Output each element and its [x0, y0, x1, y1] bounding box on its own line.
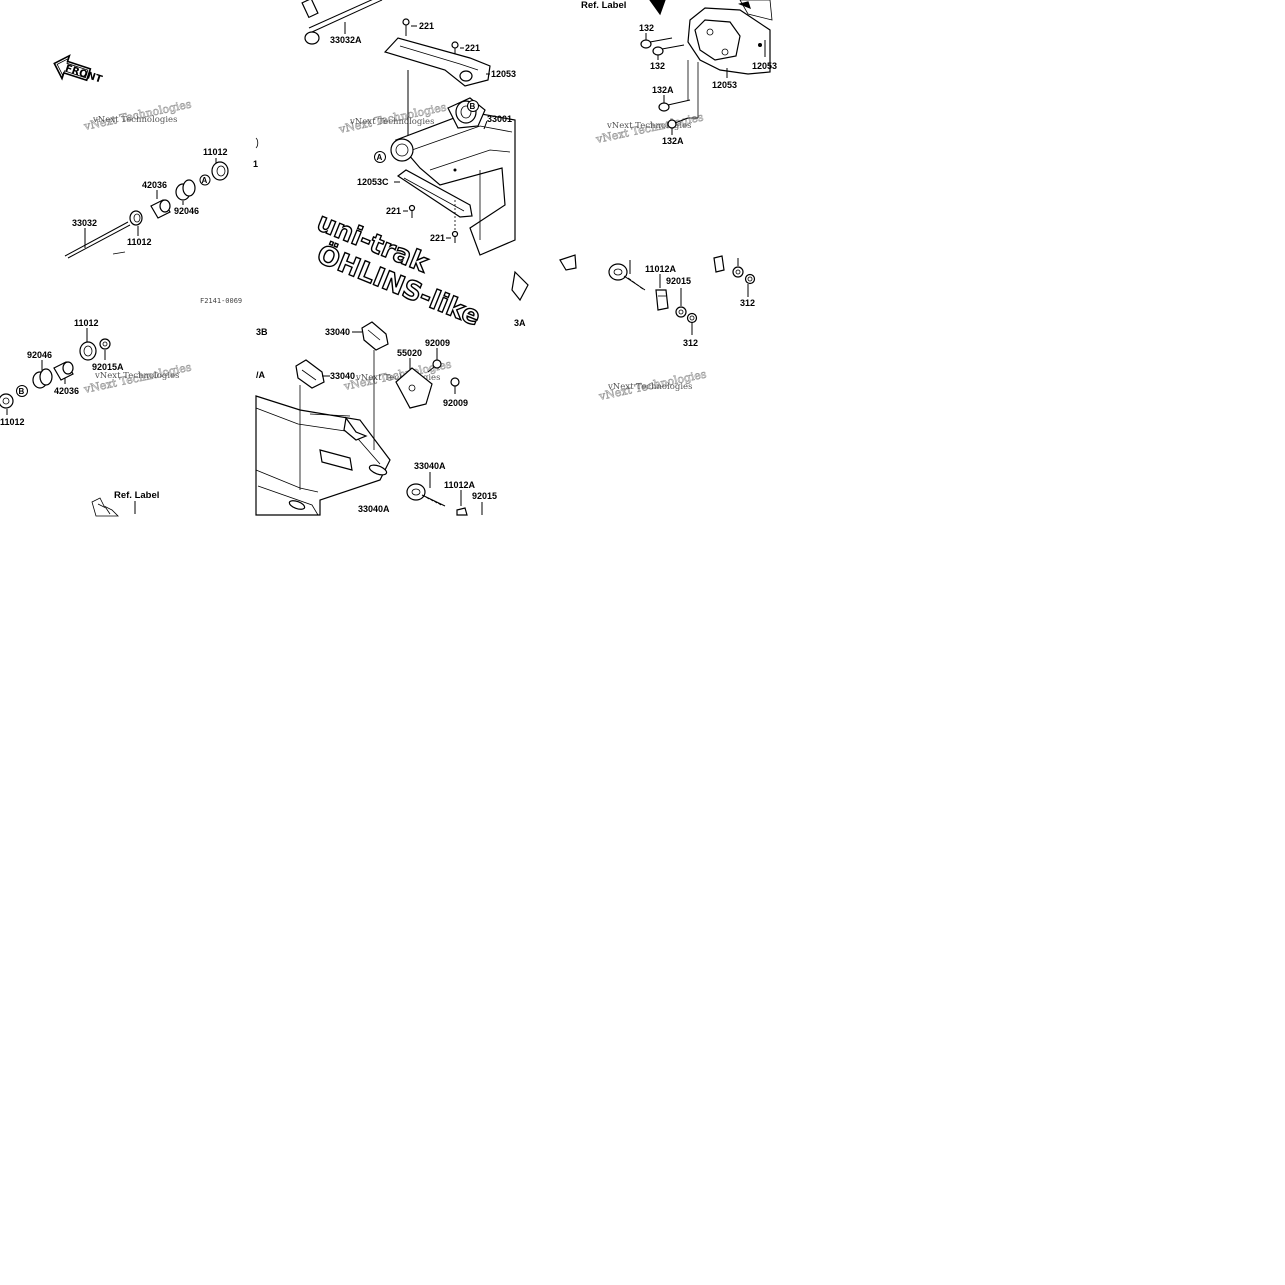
watermark-text: vNext Technologies — [606, 121, 691, 131]
chain-guard-assembly: Ref. Label 12053 12053 132 132 — [581, 0, 777, 348]
part-label-fragment: /A — [256, 370, 266, 380]
nut-part — [732, 266, 744, 278]
collar-part — [0, 393, 14, 409]
nut-part — [686, 312, 698, 324]
screw-part — [451, 41, 459, 55]
part-label: 132A — [652, 85, 674, 95]
swingarm-rear-assembly: 3B /A 3A 33040 33040 55020 — [255, 318, 526, 516]
part-label: 11012 — [0, 417, 25, 427]
part-label: 92015A — [92, 362, 124, 372]
nut-part — [675, 306, 687, 318]
watermark-text: vNext Technologies — [349, 117, 434, 127]
adjuster-bolt-part — [406, 483, 446, 507]
part-label: 92046 — [27, 350, 52, 360]
edge-fragment — [255, 137, 259, 149]
pivot-assembly-left-lower: B 11012 92046 92015A 42036 11012 Ref. La… — [0, 318, 159, 517]
part-label: 11012A — [645, 264, 677, 274]
part-label: 92015 — [666, 276, 691, 286]
part-label: 312 — [683, 338, 698, 348]
screw-part — [402, 18, 410, 36]
part-label: 33032 — [72, 218, 97, 228]
part-label: 132A — [662, 136, 684, 146]
part-label-fragment: 1 — [253, 159, 258, 169]
part-label: 33040 — [325, 327, 350, 337]
watermark-text: vNext Technologies — [94, 371, 179, 381]
bolt-part — [450, 377, 460, 394]
part-label: 221 — [430, 233, 445, 243]
part-label-fragment: 3B — [256, 327, 268, 337]
part-label: 92009 — [443, 398, 468, 408]
watermark-text: vNext Technologies — [355, 373, 440, 383]
callout-b: B — [470, 102, 476, 111]
part-label: 55020 — [397, 348, 422, 358]
part-label: 33040A — [414, 461, 446, 471]
part-label: 132 — [650, 61, 665, 71]
part-label: 33032A — [330, 35, 362, 45]
part-label: 11012 — [127, 237, 152, 247]
part-label: 42036 — [54, 386, 79, 396]
part-label: 12053C — [357, 177, 389, 187]
part-label: 12053 — [712, 80, 737, 90]
part-label: 11012A — [444, 480, 476, 490]
nut-part — [744, 273, 756, 285]
adjuster-plate-part — [295, 359, 325, 389]
part-label: 221 — [465, 43, 480, 53]
part-label: 42036 — [142, 180, 167, 190]
part-label: 221 — [419, 21, 434, 31]
bolt-part — [652, 44, 685, 56]
pivot-assembly-left: A 11012 42036 92046 11012 33032 1 F2141-… — [64, 147, 258, 305]
adjuster-bolt-part — [608, 263, 646, 291]
part-label: 132 — [639, 23, 654, 33]
part-label-fragment: 3A — [514, 318, 526, 328]
decal-outline-icon — [91, 497, 119, 517]
part-label: 11012 — [74, 318, 99, 328]
ref-label: Ref. Label — [114, 490, 159, 501]
part-label: 11012 — [203, 147, 228, 157]
part-label: 33001 — [487, 114, 512, 124]
diagram-code: F2141-0069 — [200, 297, 242, 305]
part-label: 12053 — [491, 69, 516, 79]
bracket-part — [395, 367, 433, 409]
adjuster-plate-part — [361, 321, 389, 351]
swingarm-assembly: 33032A 221 221 12053 3 — [301, 0, 577, 333]
ref-label: Ref. Label — [581, 0, 626, 11]
watermark-text: vNext Technologies — [92, 115, 177, 125]
callout-a: A — [377, 153, 383, 162]
watermark-text: vNext Technologies — [607, 382, 692, 392]
part-label: 12053 — [752, 61, 777, 71]
part-label: 33040 — [330, 371, 355, 381]
callout-b: B — [19, 387, 25, 396]
part-label: 92015 — [472, 491, 497, 501]
part-label: 92046 — [174, 206, 199, 216]
part-label: 92009 — [425, 338, 450, 348]
swing-arm-body — [394, 111, 516, 256]
nut-part — [99, 338, 111, 350]
part-label: 221 — [386, 206, 401, 216]
part-label: 312 — [740, 298, 755, 308]
part-label: 33040A — [358, 504, 390, 514]
brand-decal: uni-trak ÖHLINS-like — [312, 207, 487, 333]
callout-a: A — [202, 176, 208, 185]
bolt-part — [667, 117, 689, 129]
front-arrow-icon: FRONT — [53, 54, 103, 86]
